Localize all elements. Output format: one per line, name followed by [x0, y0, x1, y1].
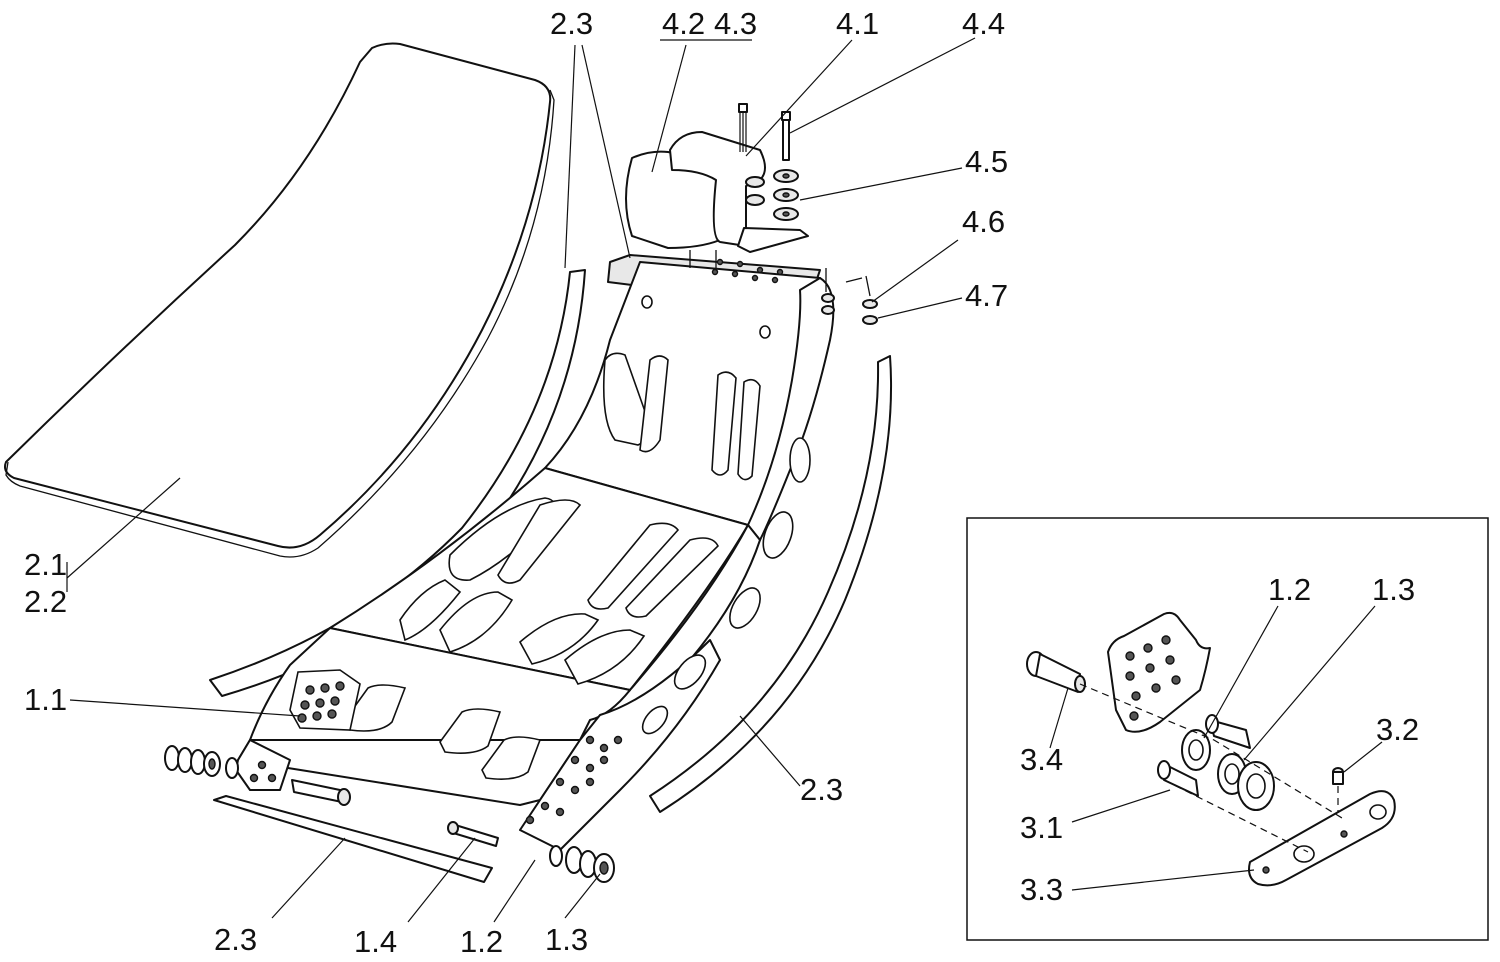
callout-labels: 2.3 4.2 4.3 4.1 4.4 4.5 4.6 4.7 2.1 2.2 …	[24, 6, 1419, 959]
label-4-4: 4.4	[962, 6, 1005, 41]
headrest-bolts	[738, 103, 791, 161]
label-4-2: 4.2	[662, 6, 705, 41]
seat-cushion	[4, 42, 555, 558]
seat-frame	[235, 258, 835, 851]
label-2-3-bottom: 2.3	[214, 922, 257, 957]
label-2-1: 2.1	[24, 547, 67, 582]
detail-label-3-1: 3.1	[1020, 810, 1063, 845]
label-4-5: 4.5	[965, 144, 1008, 179]
leader-lines	[66, 37, 1383, 923]
headrest-washers	[745, 169, 799, 221]
label-4-3: 4.3	[714, 6, 757, 41]
detail-label-3-3: 3.3	[1020, 872, 1063, 907]
label-4-7: 4.7	[965, 278, 1008, 313]
detail-label-3-4: 3.4	[1020, 742, 1063, 777]
label-1-3: 1.3	[545, 922, 588, 957]
detail-inset	[966, 517, 1489, 941]
roller-stack-right	[549, 845, 615, 883]
nuts	[821, 268, 878, 325]
detail-label-3-2: 3.2	[1376, 712, 1419, 747]
label-2-3-top: 2.3	[550, 6, 593, 41]
label-1-1: 1.1	[24, 682, 67, 717]
label-1-4: 1.4	[354, 924, 397, 959]
pin-left	[291, 779, 351, 806]
pin-1-4	[447, 821, 499, 847]
detail-label-1-3: 1.3	[1372, 572, 1415, 607]
headrest	[625, 131, 809, 268]
roller-stack-left	[164, 745, 239, 779]
edge-strip-right	[649, 355, 893, 813]
label-1-2: 1.2	[460, 924, 503, 959]
label-4-6: 4.6	[962, 204, 1005, 239]
detail-label-1-2: 1.2	[1268, 572, 1311, 607]
label-2-3-right: 2.3	[800, 772, 843, 807]
label-2-2: 2.2	[24, 584, 67, 619]
label-4-1: 4.1	[836, 6, 879, 41]
edge-strip-bottom	[213, 795, 493, 883]
